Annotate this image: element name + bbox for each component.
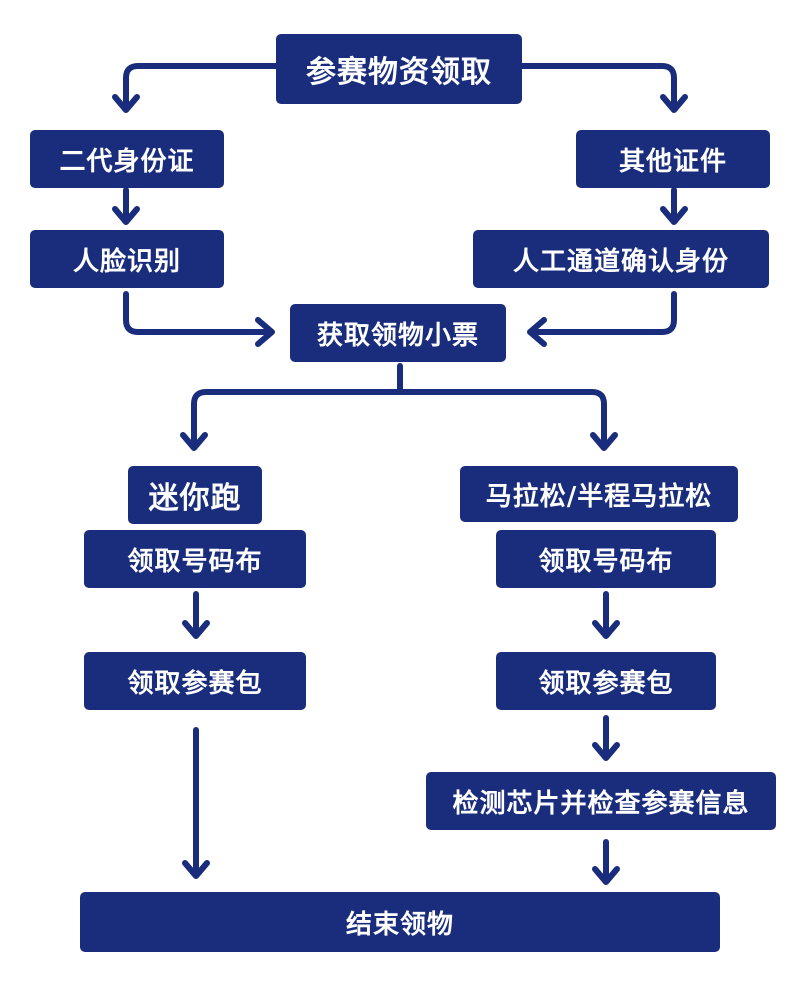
arrowhead xyxy=(180,432,208,451)
node-marathon-pack: 领取参赛包 xyxy=(496,652,716,710)
node-start: 参赛物资领取 xyxy=(276,34,522,104)
node-marathon: 马拉松/半程马拉松 xyxy=(460,466,738,522)
arrowhead xyxy=(527,317,547,347)
node-marathon-bib: 领取号码布 xyxy=(496,530,716,588)
node-face-recognition: 人脸识别 xyxy=(30,230,224,288)
arrow-start-to-id-card xyxy=(123,63,279,111)
arrowhead xyxy=(592,866,620,885)
arrow-ticket-to-mini xyxy=(191,389,403,449)
arrow-manual-to-ticket xyxy=(529,291,677,335)
node-id-card: 二代身份证 xyxy=(30,130,224,188)
node-chip-check: 检测芯片并检查参赛信息 xyxy=(426,772,776,830)
arrowhead xyxy=(592,620,620,639)
node-other-id: 其他证件 xyxy=(576,130,770,188)
arrowhead xyxy=(660,94,688,113)
arrowhead xyxy=(255,317,275,347)
arrowhead xyxy=(112,94,140,113)
node-end: 结束领物 xyxy=(80,892,720,952)
arrow-start-to-other-id xyxy=(519,63,677,111)
node-mini-pack: 领取参赛包 xyxy=(84,652,306,710)
arrowhead xyxy=(112,206,140,225)
node-ticket: 获取领物小票 xyxy=(290,304,506,362)
arrow-ticket-to-marathon xyxy=(397,389,607,449)
arrowhead xyxy=(660,206,688,225)
arrow-face-to-ticket xyxy=(123,291,273,335)
node-mini-run: 迷你跑 xyxy=(128,466,262,524)
node-manual-verify: 人工通道确认身份 xyxy=(473,230,769,288)
arrowhead xyxy=(182,620,210,639)
node-mini-bib: 领取号码布 xyxy=(84,530,306,588)
arrowhead xyxy=(592,742,620,761)
arrowhead xyxy=(182,860,210,879)
arrowhead xyxy=(590,432,618,451)
